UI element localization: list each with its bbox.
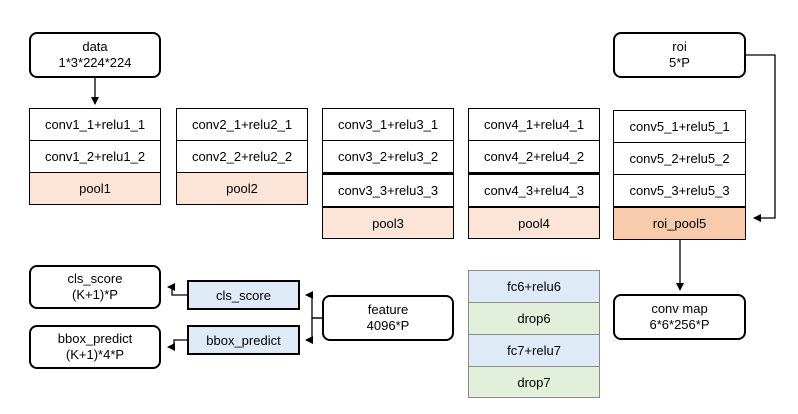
layer-conv4-1: conv4_1+relu4_1 xyxy=(468,108,600,141)
bbox-output-title: bbox_predict xyxy=(57,331,133,346)
arrow-roi-to-roipool5 xyxy=(746,54,776,222)
input-data-title: data xyxy=(82,39,108,54)
fc-stack: fc6+relu6 drop6 fc7+relu7 drop7 xyxy=(468,270,600,398)
cls-score-output-node: cls_score (K+1)*P xyxy=(29,265,161,309)
arrow-feature-to-bbox xyxy=(305,317,322,344)
conv-block-5: conv5_1+relu5_1 conv5_2+relu5_2 conv5_3+… xyxy=(613,110,746,240)
input-data-shape: 1*3*224*224 xyxy=(58,55,132,70)
conv-block-3: conv3_1+relu3_1 conv3_2+relu3_2 conv3_3+… xyxy=(322,108,454,239)
layer-conv1-2: conv1_2+relu1_2 xyxy=(29,141,161,173)
conv-map-shape: 6*6*256*P xyxy=(649,317,710,332)
roi-node: roi 5*P xyxy=(613,32,746,78)
cls-output-title: cls_score xyxy=(67,271,123,286)
layer-pool1: pool1 xyxy=(29,173,161,205)
conv-block-2: conv2_1+relu2_1 conv2_2+relu2_2 pool2 xyxy=(176,108,308,205)
arrow-feature-to-cls xyxy=(305,291,322,319)
layer-conv5-1: conv5_1+relu5_1 xyxy=(613,110,746,143)
layer-conv5-3: conv5_3+relu5_3 xyxy=(613,175,746,208)
bbox-predict-output-node: bbox_predict (K+1)*4*P xyxy=(29,325,161,369)
conv-map-title: conv map xyxy=(651,301,708,316)
arrow-cls-to-output xyxy=(167,283,187,296)
layer-conv4-2: conv4_2+relu4_2 xyxy=(468,141,600,173)
layer-conv3-3: conv3_3+relu3_3 xyxy=(322,173,454,208)
layer-conv3-2: conv3_2+relu3_2 xyxy=(322,141,454,173)
layer-drop7: drop7 xyxy=(468,367,600,398)
feature-title: feature xyxy=(367,302,409,317)
input-data-node: data 1*3*224*224 xyxy=(29,32,161,78)
layer-cls-score: cls_score xyxy=(187,280,300,310)
layer-fc7: fc7+relu7 xyxy=(468,335,600,367)
conv-block-4: conv4_1+relu4_1 conv4_2+relu4_2 conv4_3+… xyxy=(468,108,600,239)
layer-roi-pool5: roi_pool5 xyxy=(613,208,746,240)
layer-conv1-1: conv1_1+relu1_1 xyxy=(29,108,161,141)
layer-conv3-1: conv3_1+relu3_1 xyxy=(322,108,454,141)
layer-conv5-2: conv5_2+relu5_2 xyxy=(613,143,746,175)
layer-conv2-1: conv2_1+relu2_1 xyxy=(176,108,308,141)
roi-title: roi xyxy=(672,39,687,54)
arrow-bbox-to-output xyxy=(167,339,187,351)
roi-shape: 5*P xyxy=(669,55,690,70)
layer-bbox-predict: bbox_predict xyxy=(187,325,300,355)
feature-shape: 4096*P xyxy=(366,318,410,333)
layer-conv2-2: conv2_2+relu2_2 xyxy=(176,141,308,173)
feature-node: feature 4096*P xyxy=(322,295,454,341)
conv-map-node: conv map 6*6*256*P xyxy=(613,294,746,340)
layer-pool2: pool2 xyxy=(176,173,308,205)
layer-fc6: fc6+relu6 xyxy=(468,270,600,303)
bbox-output-shape: (K+1)*4*P xyxy=(65,347,125,362)
layer-pool3: pool3 xyxy=(322,208,454,239)
cls-output-shape: (K+1)*P xyxy=(72,287,118,302)
layer-conv4-3: conv4_3+relu4_3 xyxy=(468,173,600,208)
layer-pool4: pool4 xyxy=(468,208,600,239)
conv-block-1: conv1_1+relu1_1 conv1_2+relu1_2 pool1 xyxy=(29,108,161,205)
layer-drop6: drop6 xyxy=(468,303,600,335)
